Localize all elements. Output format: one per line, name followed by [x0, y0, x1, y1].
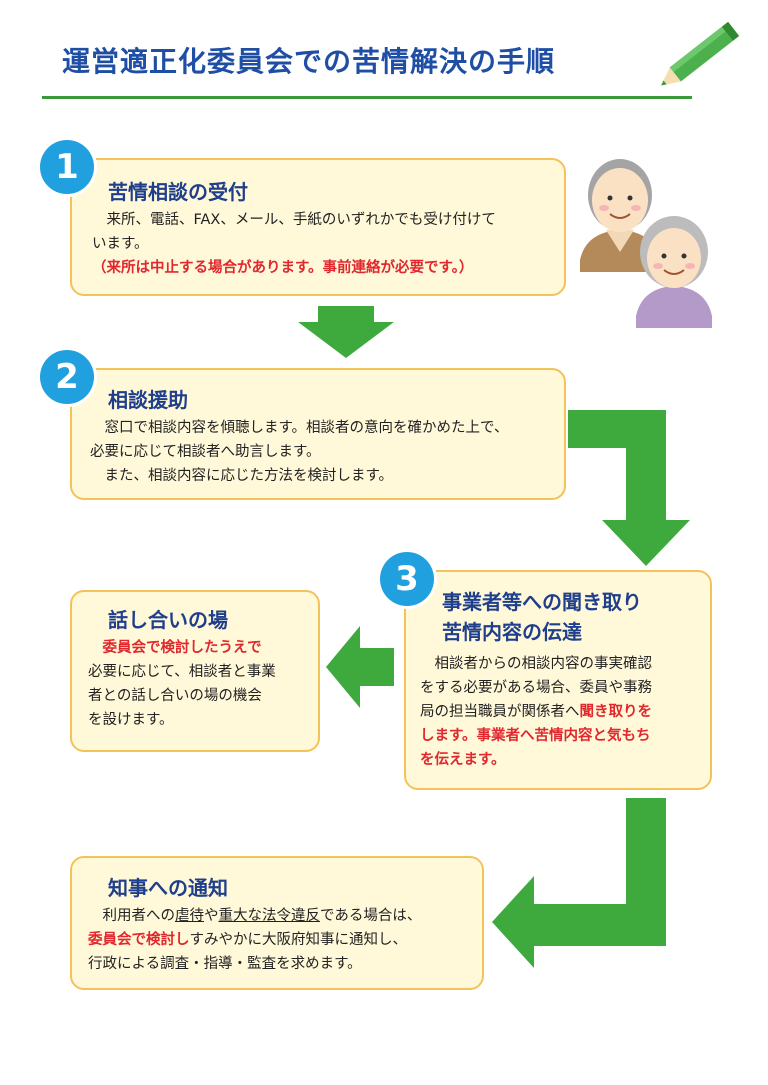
notice-line3: 行政による調査・指導・監査を求めます。: [88, 956, 362, 972]
step3-title-line1: 事業者等への聞き取り: [442, 590, 642, 614]
step3-line4: します。事業者へ苦情内容と気もち: [420, 728, 651, 744]
notice-box: [70, 856, 484, 990]
step1-box: [70, 158, 566, 296]
meeting-line2: 者との話し合いの場の機会: [88, 688, 262, 704]
step3-badge: 3: [380, 552, 434, 606]
step3-title-line2: 苦情内容の伝達: [442, 620, 582, 644]
step3-body: 相談者からの相談内容の事実確認 をする必要がある場合、委員や事務 局の担当職員が…: [420, 652, 706, 772]
meeting-body: 委員会で検討したうえで 必要に応じて、相談者と事業 者との話し合いの場の機会 を…: [88, 636, 314, 732]
page-title: 運営適正化委員会での苦情解決の手順: [62, 45, 556, 78]
elderly-couple-illustration: [580, 159, 712, 328]
step1-title: 苦情相談の受付: [108, 180, 248, 204]
step3-box: [404, 570, 712, 790]
step3-line1: 相談者からの相談内容の事実確認: [434, 656, 653, 672]
notice-title: 知事への通知: [108, 876, 228, 900]
step2-title: 相談援助: [108, 388, 188, 412]
step2-box: [70, 368, 566, 500]
arrow-step2-to-step3: [568, 410, 690, 566]
step1-badge: 1: [40, 140, 94, 194]
notice-line2: 委員会で検討しすみやかに大阪府知事に通知し、: [88, 932, 407, 948]
meeting-title: 話し合いの場: [108, 608, 228, 632]
step1-line2: います。: [92, 236, 149, 252]
step2-line1: 窓口で相談内容を傾聴します。相談者の意向を確かめた上で、: [104, 420, 509, 436]
step1-line1: 来所、電話、FAX、メール、手紙のいずれかでも受け付けて: [106, 212, 496, 228]
arrow-left-meeting: [326, 626, 394, 708]
step3-line2: をする必要がある場合、委員や事務: [420, 680, 652, 696]
notice-line1: 利用者への虐待や重大な法令違反である場合は、: [102, 908, 422, 924]
notice-body: 利用者への虐待や重大な法令違反である場合は、 委員会で検討しすみやかに大阪府知事…: [88, 904, 482, 976]
meeting-line3: を設けます。: [88, 712, 174, 728]
step3-line5: を伝えます。: [420, 752, 506, 768]
pencil-icon: [661, 21, 740, 86]
step2-line3: また、相談内容に応じた方法を検討します。: [104, 468, 394, 484]
step3-line3: 局の担当職員が関係者へ聞き取りを: [420, 704, 652, 720]
step1-body: 来所、電話、FAX、メール、手紙のいずれかでも受け付けて います。 （来所は中止…: [92, 208, 562, 280]
arrow-step3-to-notice: [492, 798, 666, 968]
step2-body: 窓口で相談内容を傾聴します。相談者の意向を確かめた上で、 必要に応じて相談者へ助…: [90, 416, 560, 488]
meeting-box: [70, 590, 320, 752]
meeting-line1: 必要に応じて、相談者と事業: [88, 664, 276, 680]
step2-badge: 2: [40, 350, 94, 404]
meeting-highlight: 委員会で検討したうえで: [102, 640, 262, 656]
arrow-down-1: [298, 306, 394, 358]
step2-line2: 必要に応じて相談者へ助言します。: [90, 444, 321, 460]
title-underline: [42, 96, 692, 99]
step1-note: （来所は中止する場合があります。事前連絡が必要です。）: [92, 260, 474, 276]
